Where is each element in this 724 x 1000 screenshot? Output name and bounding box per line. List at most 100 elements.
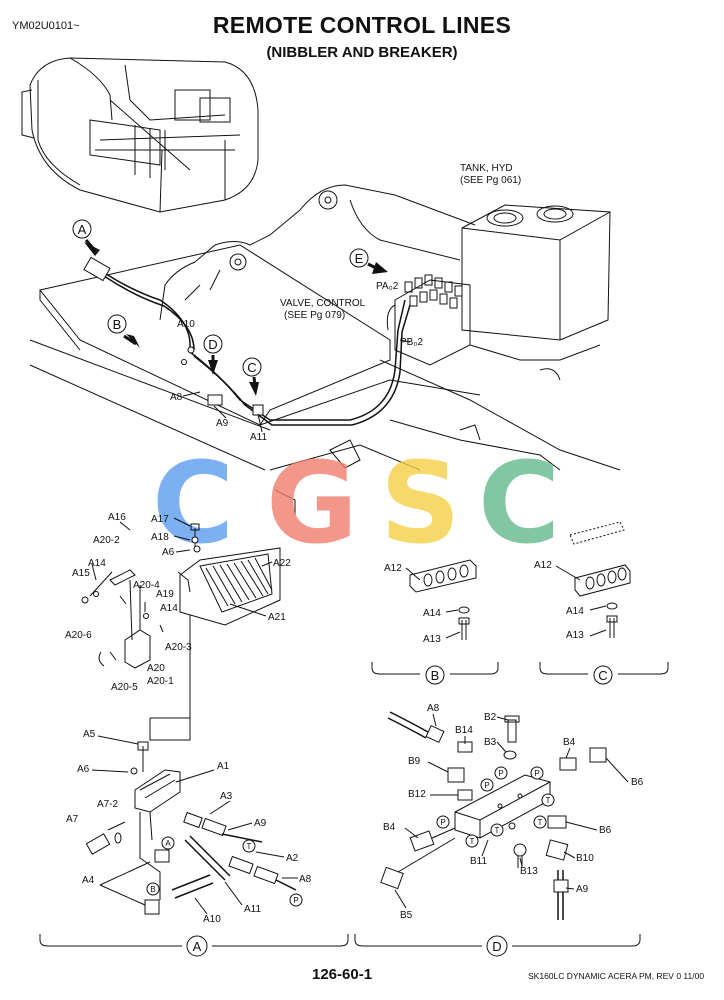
svg-text:P: P <box>498 769 503 778</box>
svg-text:C: C <box>598 668 607 683</box>
svg-text:A: A <box>193 939 202 954</box>
svg-text:T: T <box>538 818 543 827</box>
page-subtitle: (NIBBLER AND BREAKER) <box>266 44 458 61</box>
label-a6-view-a: A6 <box>77 764 90 775</box>
view-c-assembly <box>569 521 631 638</box>
label-b12: B12 <box>408 789 426 800</box>
label-a9-view-a: A9 <box>254 818 267 829</box>
callout-arrow-a: A <box>72 219 100 256</box>
view-a-bracket: A <box>39 934 349 957</box>
label-a11-view-a: A11 <box>244 904 261 915</box>
callout-arrow-d: D <box>203 334 223 375</box>
svg-text:A: A <box>78 222 87 237</box>
label-b6-right: B6 <box>599 825 612 836</box>
view-d-assembly <box>380 711 607 920</box>
label-a17: A17 <box>151 514 169 525</box>
valve-note-line2: (SEE Pg 079) <box>284 310 345 321</box>
label-a19: A19 <box>156 589 174 600</box>
machine-thumbnail <box>21 57 259 213</box>
svg-text:A: A <box>165 839 171 848</box>
svg-text:G: G <box>266 439 358 569</box>
label-b4-left: B4 <box>383 822 396 833</box>
label-b9: B9 <box>408 756 421 767</box>
svg-text:P: P <box>293 896 298 905</box>
label-a20-2: A20-2 <box>93 535 120 546</box>
label-b13: B13 <box>520 866 538 877</box>
tank-note-line2: (SEE Pg 061) <box>460 175 521 186</box>
page-number: 126-60-1 <box>312 966 373 983</box>
pedal-assembly <box>81 523 281 669</box>
label-a14-view-c: A14 <box>566 606 584 617</box>
label-a14-pedal-mid: A14 <box>160 603 178 614</box>
svg-text:D: D <box>208 337 217 352</box>
port-pa-label: PA₀2 <box>376 281 399 292</box>
label-b3: B3 <box>484 737 497 748</box>
svg-text:T: T <box>470 837 475 846</box>
label-a22: A22 <box>273 558 291 569</box>
label-b4-top: B4 <box>563 737 576 748</box>
label-a1: A1 <box>217 761 230 772</box>
svg-text:T: T <box>247 842 252 851</box>
svg-text:B: B <box>113 317 122 332</box>
view-c-bracket: C <box>539 662 669 685</box>
label-a14-pedal-top: A14 <box>88 558 106 569</box>
page-title: REMOTE CONTROL LINES <box>212 12 512 38</box>
watermark: C G S C <box>152 439 560 569</box>
label-a11-main: A11 <box>250 432 267 443</box>
label-a20-3: A20-3 <box>165 642 192 653</box>
label-a20-1: A20-1 <box>147 676 174 687</box>
tank-note-line1: TANK, HYD <box>460 163 513 174</box>
svg-text:T: T <box>546 796 551 805</box>
svg-text:C: C <box>152 439 234 569</box>
label-a18: A18 <box>151 532 169 543</box>
label-a9-view-d: A9 <box>576 884 589 895</box>
callout-arrow-b: B <box>107 314 140 348</box>
callout-arrow-c: C <box>242 357 262 396</box>
callout-arrow-e: E <box>349 248 388 274</box>
label-a8-view-a: A8 <box>299 874 312 885</box>
label-a16: A16 <box>108 512 126 523</box>
label-a3: A3 <box>220 791 233 802</box>
view-d-port-tags: P P P T P T T T <box>436 766 555 848</box>
label-a10-main: A10 <box>177 319 195 330</box>
label-a20-4: A20-4 <box>133 580 160 591</box>
label-a13-view-b: A13 <box>423 634 441 645</box>
view-a-assembly <box>85 615 297 915</box>
view-a-port-tags: A B T P <box>146 836 303 907</box>
label-a21: A21 <box>268 612 286 623</box>
view-b-assembly <box>409 559 477 640</box>
label-a7: A7 <box>66 814 79 825</box>
label-a14-view-b: A14 <box>423 608 441 619</box>
label-a13-view-c: A13 <box>566 630 584 641</box>
label-a2: A2 <box>286 853 299 864</box>
svg-text:C: C <box>247 360 256 375</box>
label-a5: A5 <box>83 729 96 740</box>
label-a10-view-a: A10 <box>203 914 221 925</box>
label-a12-view-b: A12 <box>384 563 402 574</box>
label-b6-top: B6 <box>631 777 644 788</box>
main-assembly <box>29 184 621 515</box>
svg-text:P: P <box>484 781 489 790</box>
port-pb-label: PB₀2 <box>400 337 423 348</box>
label-a8-main: A8 <box>170 392 183 403</box>
label-a4: A4 <box>82 875 95 886</box>
label-b14: B14 <box>455 725 473 736</box>
label-a12-view-c: A12 <box>534 560 552 571</box>
view-b-bracket: B <box>371 662 499 685</box>
svg-text:B: B <box>150 885 155 894</box>
svg-text:T: T <box>495 826 500 835</box>
label-a20-6: A20-6 <box>65 630 92 641</box>
view-d-bracket: D <box>354 934 641 957</box>
svg-text:E: E <box>355 251 364 266</box>
label-a6-pedal: A6 <box>162 547 175 558</box>
label-a9-main: A9 <box>216 418 229 429</box>
label-a7-2: A7-2 <box>97 799 119 810</box>
label-a8-view-d: A8 <box>427 703 440 714</box>
svg-text:B: B <box>431 668 440 683</box>
model-revision: SK160LC DYNAMIC ACERA PM, REV 0 11/00 <box>528 971 705 981</box>
svg-text:P: P <box>440 818 445 827</box>
svg-text:C: C <box>478 439 560 569</box>
label-b11: B11 <box>470 856 487 867</box>
label-a20: A20 <box>147 663 165 674</box>
